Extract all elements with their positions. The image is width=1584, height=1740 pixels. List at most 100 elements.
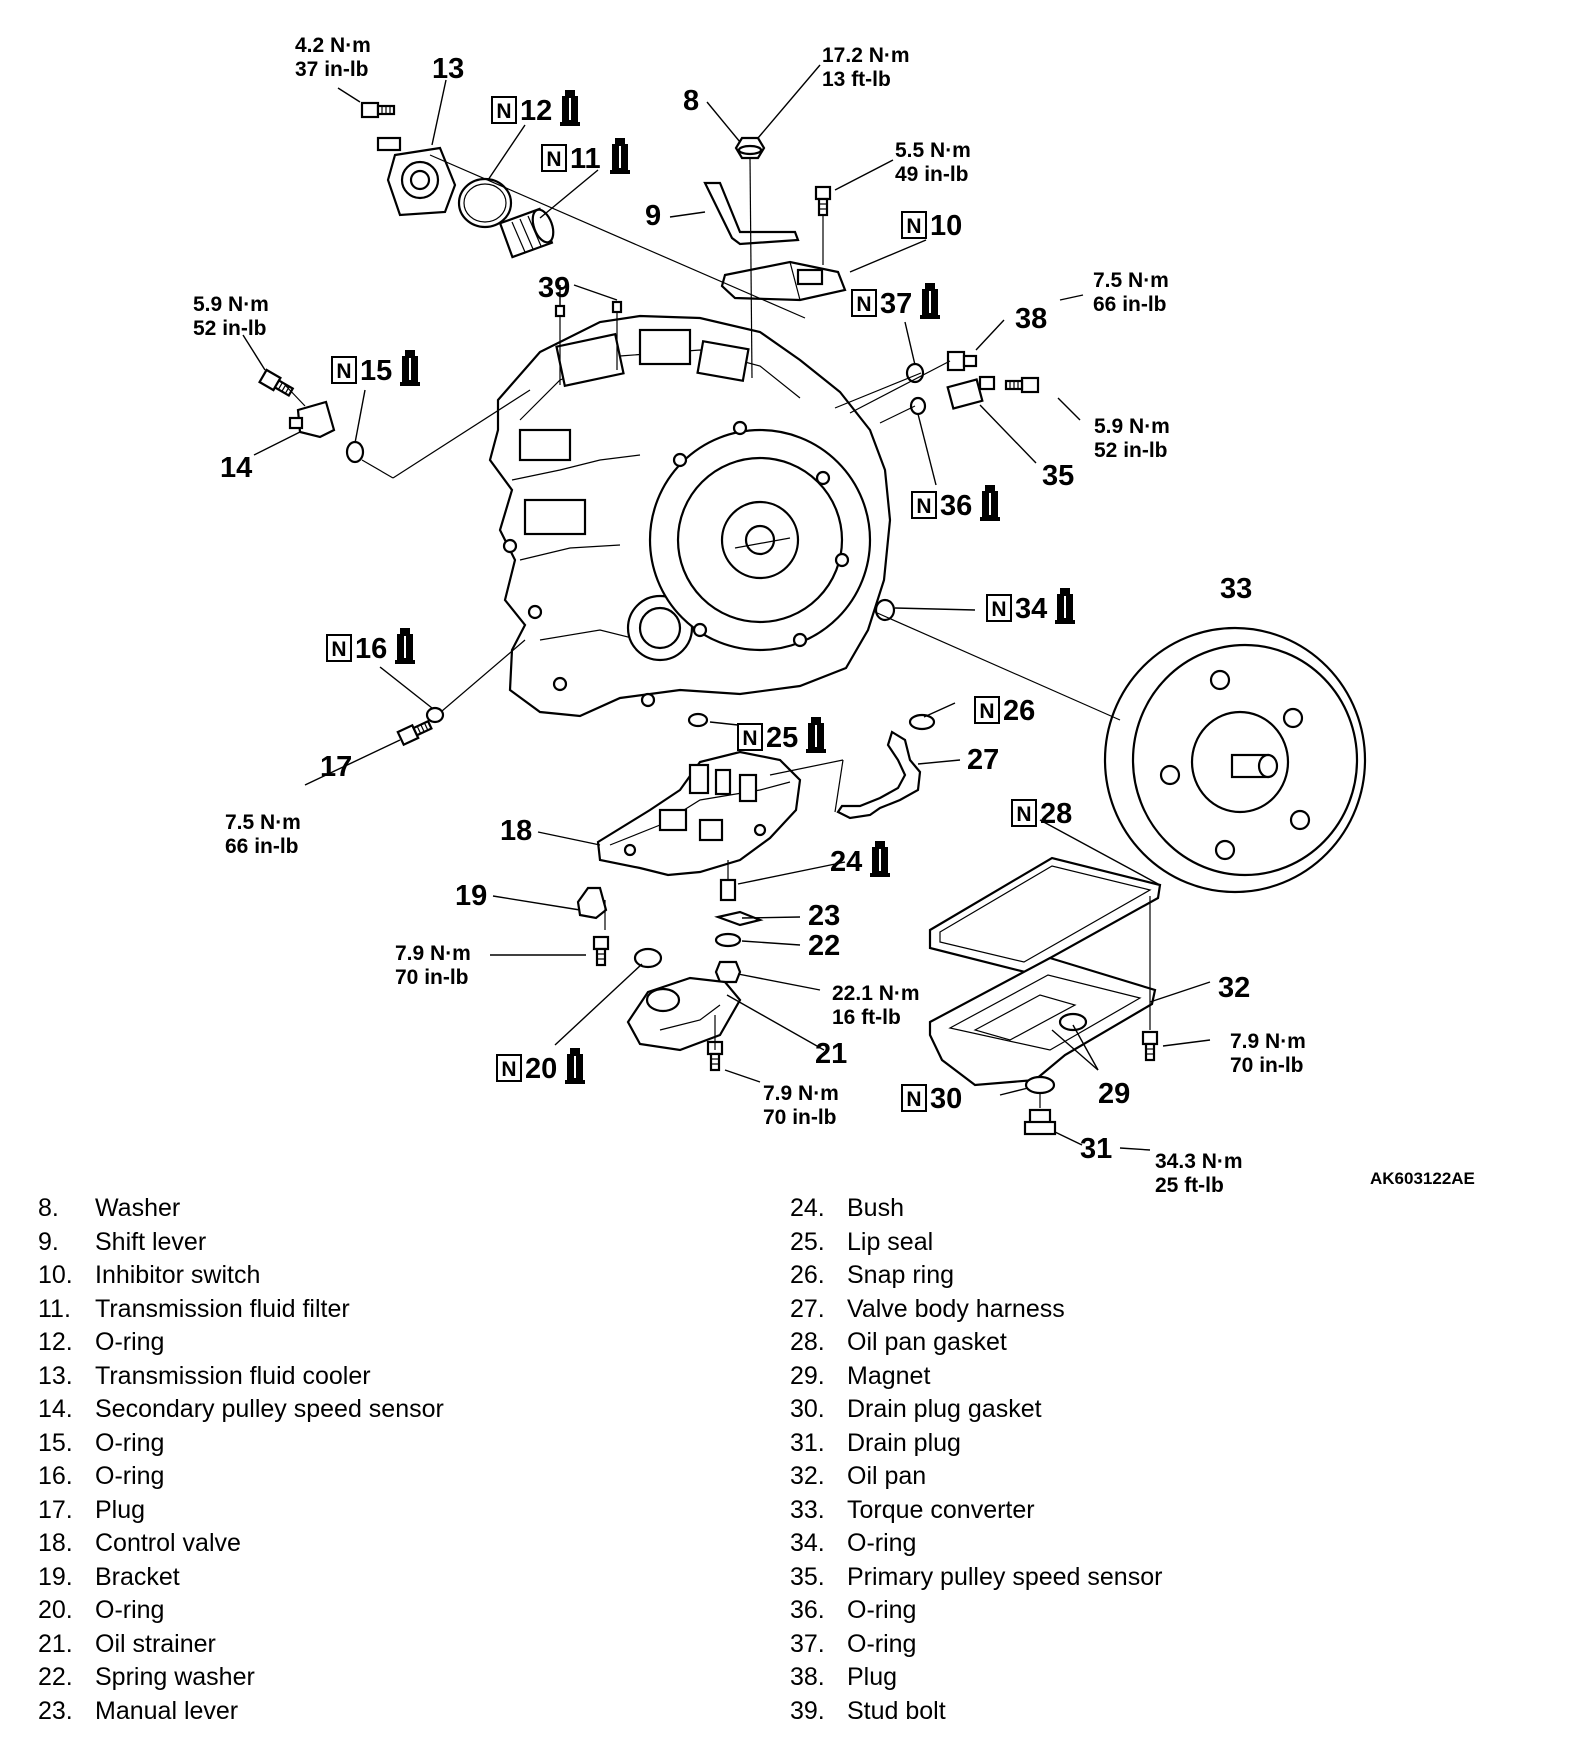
new-part-letter: N xyxy=(906,1088,921,1111)
legend-number: 14. xyxy=(38,1395,73,1423)
legend-part-name: O-ring xyxy=(95,1328,165,1356)
legend-number: 38. xyxy=(790,1663,825,1691)
legend-number: 26. xyxy=(790,1261,825,1289)
legend-number: 23. xyxy=(38,1696,73,1725)
callout-number: 29 xyxy=(1098,1078,1130,1110)
new-part-mark xyxy=(911,491,937,519)
callout-number: 13 xyxy=(432,53,464,85)
torque-imperial: 16 ft-lb xyxy=(832,1006,901,1029)
legend-part-name: Bush xyxy=(847,1194,904,1222)
legend-number: 10. xyxy=(38,1261,73,1289)
legend-item: 31. Drain plug xyxy=(790,1427,1430,1461)
legend-part-name: Drain plug xyxy=(847,1428,961,1457)
legend-item: 28.Oil pan gasket xyxy=(790,1326,1430,1360)
legend-item: 22.Spring washer xyxy=(38,1661,678,1695)
torque-metric: 7.5 N·m xyxy=(225,811,301,834)
legend-part-name: Lip seal xyxy=(847,1227,934,1256)
o-ring-12-inner xyxy=(463,183,507,223)
new-part-letter: N xyxy=(546,148,561,171)
new-part-letter: N xyxy=(1016,803,1031,826)
callout-22: 22 xyxy=(808,930,840,962)
grease-icon xyxy=(400,350,420,386)
new-part-letter: N xyxy=(979,700,994,723)
legend-part-name: Transmission fluid cooler xyxy=(95,1361,371,1390)
new-part-mark xyxy=(541,144,567,172)
callout-number: 26 xyxy=(1003,695,1035,727)
o-ring-15-drawing xyxy=(345,440,365,464)
legend-part-name: Manual lever xyxy=(95,1696,239,1725)
new-part-mark xyxy=(496,1054,522,1082)
torque-spec: 7.9 N·m70 in-lb xyxy=(395,942,471,989)
grease-icon xyxy=(870,841,890,877)
shift-lever-drawing xyxy=(703,181,800,246)
callout-23: 23 xyxy=(808,900,840,932)
torque-spec: 7.9 N·m70 in-lb xyxy=(763,1082,839,1129)
callout-number: 16 xyxy=(355,633,387,665)
callout-11: N 11 xyxy=(541,138,630,175)
callout-number: 33 xyxy=(1220,573,1252,605)
legend-number: 27. xyxy=(790,1294,825,1323)
torque-spec: 17.2 N·m13 ft-lb xyxy=(822,44,910,91)
legend-part-name: Torque converter xyxy=(847,1495,1035,1524)
callout-number: 37 xyxy=(880,288,912,320)
legend-part-name: Drain plug gasket xyxy=(847,1395,1042,1423)
new-part-mark xyxy=(851,289,877,317)
legend-item: 11.Transmission fluid filter xyxy=(38,1293,678,1327)
callout-8: 8 xyxy=(683,85,699,117)
torque-spec: 4.2 N·m37 in-lb xyxy=(295,34,371,81)
callout-number: 11 xyxy=(570,143,601,175)
legend-number: 17. xyxy=(38,1495,73,1524)
torque-metric: 34.3 N·m xyxy=(1155,1150,1243,1173)
legend-part-name: Inhibitor switch xyxy=(95,1261,261,1289)
primary-speed-sensor-drawing xyxy=(946,375,1040,410)
torque-imperial: 52 in-lb xyxy=(193,317,267,340)
legend-item: 23. Manual lever xyxy=(38,1695,678,1729)
legend-item: 35.Primary pulley speed sensor xyxy=(790,1561,1430,1595)
callout-number: 22 xyxy=(808,930,840,962)
oil-pan-gasket-drawing xyxy=(928,856,1162,974)
torque-imperial: 70 in-lb xyxy=(1230,1054,1304,1077)
legend-number: 39. xyxy=(790,1696,825,1725)
new-part-letter: N xyxy=(496,100,511,123)
legend-item: 10. Inhibitor switch xyxy=(38,1259,678,1293)
legend-part-name: O-ring xyxy=(847,1529,917,1557)
callout-29: 29 xyxy=(1098,1078,1130,1110)
legend-part-name: Secondary pulley speed sensor xyxy=(95,1395,444,1423)
torque-metric: 5.9 N·m xyxy=(193,293,269,316)
legend-part-name: Plug xyxy=(95,1495,146,1524)
legend-item: 20.O-ring xyxy=(38,1594,678,1628)
control-valve-drawing xyxy=(596,750,802,877)
snap-ring-26-drawing xyxy=(908,713,936,731)
legend-item: 26.Snap ring xyxy=(790,1259,1430,1293)
legend-number: 31. xyxy=(790,1428,825,1457)
bush-24-drawing xyxy=(719,878,737,902)
torque-metric: 22.1 N·m xyxy=(832,982,920,1005)
torque-metric: 5.5 N·m xyxy=(895,139,971,162)
legend-part-name: Oil pan gasket xyxy=(847,1328,1007,1356)
legend-item: 30.Drain plug gasket xyxy=(790,1393,1430,1427)
legend-part-name: Shift lever xyxy=(95,1227,207,1256)
legend-part-name: O-ring xyxy=(95,1596,165,1624)
torque-spec: 7.5 N·m66 in-lb xyxy=(225,811,301,858)
callout-26: N 26 xyxy=(974,695,1035,727)
callout-38: 38 xyxy=(1015,303,1047,335)
torque-spec: 5.9 N·m52 in-lb xyxy=(1094,415,1170,462)
grease-icon xyxy=(1055,588,1075,624)
torque-imperial: 13 ft-lb xyxy=(822,68,891,91)
manual-lever-23-drawing xyxy=(714,910,764,927)
legend-item: 39.Stud bolt xyxy=(790,1695,1430,1729)
new-part-mark xyxy=(901,211,927,239)
torque-spec: 5.5 N·m49 in-lb xyxy=(895,139,971,186)
oil-pan-drawing xyxy=(928,956,1157,1087)
torque-spec: 7.9 N·m70 in-lb xyxy=(1230,1030,1306,1077)
callout-number: 27 xyxy=(967,744,999,776)
fluid-cooler-drawing xyxy=(360,101,457,217)
callout-number: 32 xyxy=(1218,972,1250,1004)
bracket-19-drawing xyxy=(576,886,608,920)
torque-imperial: 49 in-lb xyxy=(895,163,969,186)
